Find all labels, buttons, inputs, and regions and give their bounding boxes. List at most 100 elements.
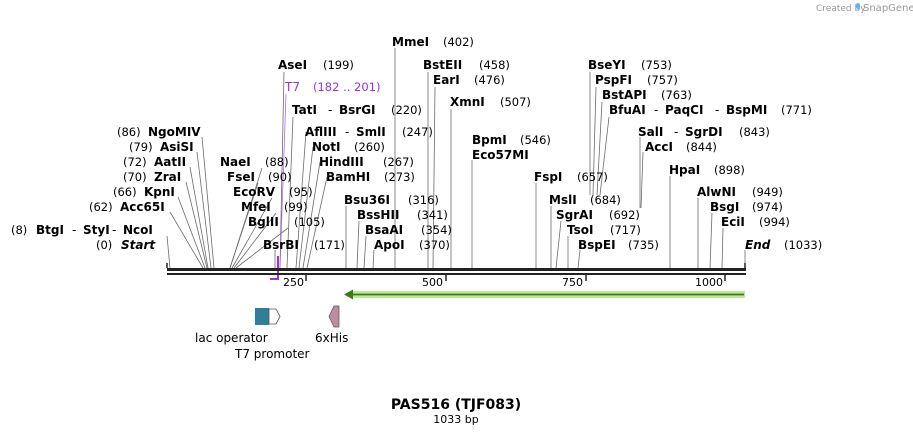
svg-text:(220): (220) [391,103,422,117]
svg-text:-: - [72,223,76,237]
site-ngomiv: (86) NgoMIV [117,125,201,139]
svg-text:(86): (86) [117,125,141,139]
svg-text:SmlI: SmlI [356,125,386,139]
svg-text:(370): (370) [419,238,450,252]
svg-text:BsrGI: BsrGI [339,103,376,117]
svg-text:(8): (8) [11,223,27,237]
svg-text:BstAPI: BstAPI [602,88,647,102]
svg-text:End: End [745,238,771,252]
site-leader-lines [166,48,746,269]
t7-primer-marker [270,93,287,280]
primer-name: T7 [284,80,300,94]
svg-text:Acc65I: Acc65I [120,200,165,214]
site-hpai: HpaI (898) [669,163,745,177]
svg-text:(994): (994) [759,215,790,229]
site-end: End (1033) [745,238,822,252]
svg-text:(771): (771) [781,103,812,117]
site-mfei: MfeI (99) [241,200,308,214]
svg-text:NaeI: NaeI [220,155,251,169]
svg-text:-: - [654,103,658,117]
primer-range: (182 .. 201) [313,80,381,94]
svg-text:BspEI: BspEI [578,238,616,252]
svg-text:TsoI: TsoI [567,223,593,237]
svg-text:BamHI: BamHI [326,170,370,184]
svg-text:AatII: AatII [154,155,186,169]
svg-text:Start: Start [121,238,156,252]
svg-text:(354): (354) [421,223,452,237]
svg-text:-: - [112,223,116,237]
svg-text:AccI: AccI [645,140,673,154]
svg-text:EcoRV: EcoRV [233,185,276,199]
svg-text:NgoMIV: NgoMIV [148,125,201,139]
svg-text:Eco57MI: Eco57MI [472,148,529,162]
svg-text:(95): (95) [289,185,313,199]
svg-text:(684): (684) [590,193,621,207]
svg-text:NotI: NotI [312,140,341,154]
svg-text:(72): (72) [123,155,147,169]
his-tag-label: 6xHis [315,331,348,345]
svg-text:(402): (402) [443,35,474,49]
svg-text:(79): (79) [129,140,153,154]
snapgene-brand: SnapGene [863,3,913,14]
tick-label: 750 [562,276,583,289]
site-asei: AseI (199) [278,58,354,72]
site-btgi-styi-ncoi: (8) BtgI - StyI - NcoI [11,223,153,237]
site-mmei: MmeI (402) [392,35,474,49]
svg-text:(757): (757) [647,73,678,87]
svg-text:BtgI: BtgI [36,223,64,237]
svg-text:(844): (844) [686,140,717,154]
site-apoi: ApoI (370) [374,238,450,252]
lac-operator-feature [255,308,281,325]
svg-text:(546): (546) [520,133,551,147]
svg-text:ZraI: ZraI [154,170,181,184]
svg-text:(753): (753) [641,58,672,72]
svg-text:ApoI: ApoI [374,238,405,252]
svg-text:SalI: SalI [638,125,663,139]
svg-text:KpnI: KpnI [144,185,175,199]
svg-text:(0): (0) [96,238,112,252]
svg-text:EarI: EarI [433,73,460,87]
svg-text:SgrAI: SgrAI [556,208,593,222]
svg-text:FseI: FseI [227,170,255,184]
svg-text:BfuAI: BfuAI [609,103,646,117]
svg-text:(341): (341) [417,208,448,222]
svg-text:BsgI: BsgI [710,200,739,214]
svg-text:Bsu36I: Bsu36I [344,193,390,207]
site-pspfi: PspFI (757) [595,73,678,87]
svg-text:StyI: StyI [83,223,110,237]
svg-text:(476): (476) [474,73,505,87]
svg-text:(247): (247) [402,125,433,139]
svg-text:(692): (692) [609,208,640,222]
map-length: 1033 bp [433,413,478,426]
svg-text:FspI: FspI [534,170,562,184]
svg-text:(316): (316) [408,193,439,207]
svg-text:(974): (974) [752,200,783,214]
svg-text:(267): (267) [383,155,414,169]
his-tag-feature [328,305,340,328]
svg-text:XmnI: XmnI [450,95,485,109]
svg-text:HpaI: HpaI [669,163,700,177]
svg-text:PspFI: PspFI [595,73,632,87]
svg-text:(1033): (1033) [784,238,822,252]
svg-text:BpmI: BpmI [472,133,507,147]
svg-text:BseYI: BseYI [588,58,626,72]
tick-label: 500 [422,276,443,289]
svg-text:NcoI: NcoI [123,223,153,237]
orf-arrow [344,289,745,300]
tick-label: 1000 [695,276,723,289]
site-asisi: (79) AsiSI [129,140,194,154]
svg-text:BsaAI: BsaAI [365,223,403,237]
svg-text:-: - [674,125,678,139]
svg-text:(458): (458) [479,58,510,72]
svg-text:BspMI: BspMI [726,103,767,117]
site-msli: MslI (684) [549,193,621,207]
svg-text:(507): (507) [500,95,531,109]
site-bstapi: BstAPI (763) [602,88,692,102]
site-ecorv: EcoRV (95) [233,185,313,199]
svg-text:BglII: BglII [248,215,279,229]
site-afliii-smli: AflIII - SmlI (247) [305,125,433,139]
svg-text:AflIII: AflIII [305,125,337,139]
svg-text:-: - [328,103,332,117]
site-start: (0) Start [96,238,156,252]
site-tsoi: TsoI (717) [567,223,641,237]
